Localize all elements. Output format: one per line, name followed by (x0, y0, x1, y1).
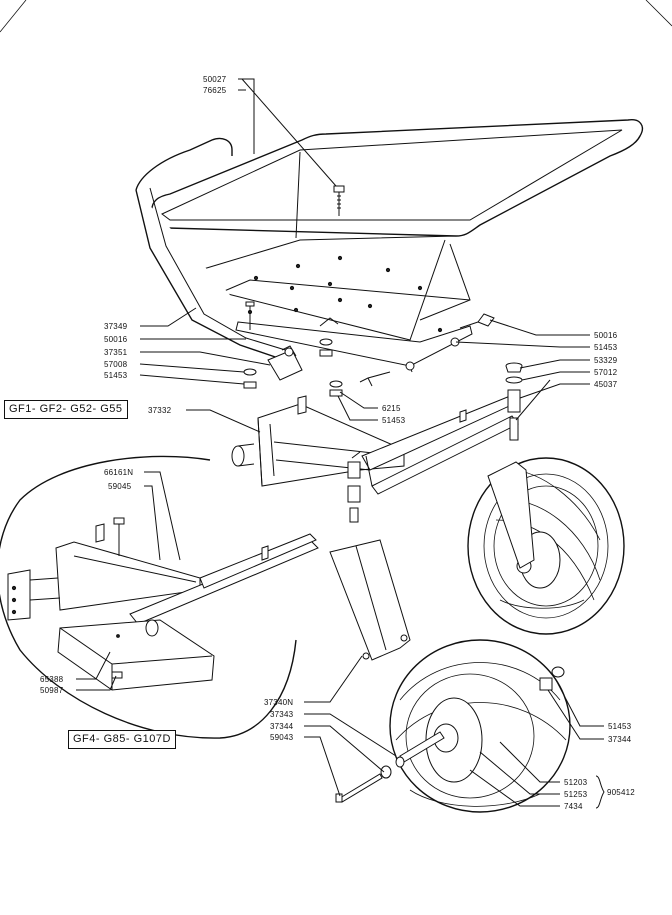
part-label-6215: 6215 (382, 404, 401, 413)
frame-lines (0, 0, 672, 33)
part-label-37340N: 37340N (264, 698, 294, 707)
part-label-37343: 37343 (270, 710, 294, 719)
mount-bracket (235, 317, 473, 381)
part-label-51453-left: 51453 (104, 371, 128, 380)
part-label-37349: 37349 (104, 322, 128, 331)
part-label-37332: 37332 (148, 406, 172, 415)
part-label-59043: 59043 (270, 733, 294, 742)
part-label-51453-center: 51453 (382, 416, 406, 425)
leader-lines (76, 78, 605, 809)
part-label-37344-left: 37344 (270, 722, 294, 731)
part-label-76625: 76625 (203, 86, 227, 95)
part-label-59045: 59045 (108, 482, 132, 491)
part-label-65388: 65388 (40, 675, 64, 684)
part-label-50027: 50027 (203, 75, 227, 84)
part-label-7434: 7434 (564, 802, 583, 811)
part-label-57008: 57008 (104, 360, 128, 369)
part-label-66161N: 66161N (104, 468, 134, 477)
part-label-45037: 45037 (594, 380, 618, 389)
part-label-37344-right: 37344 (608, 735, 632, 744)
caster-fork-wheel (467, 457, 625, 635)
stem-parts (347, 362, 523, 523)
kit-label-inset: GF4- G85- G107D (68, 730, 176, 749)
frame-illustration (231, 395, 519, 495)
part-label-51453-bottom: 51453 (608, 722, 632, 731)
part-label-50987: 50987 (40, 686, 64, 695)
fasteners-top (243, 185, 495, 397)
part-label-57012: 57012 (594, 368, 618, 377)
part-label-905412: 905412 (607, 788, 635, 797)
kit-label-main: GF1- GF2- G52- G55 (4, 400, 128, 419)
fork-left (329, 539, 411, 661)
part-label-37351: 37351 (104, 348, 128, 357)
part-label-50016-right: 50016 (594, 331, 618, 340)
part-label-51453-right: 51453 (594, 343, 618, 352)
part-label-50016-left: 50016 (104, 335, 128, 344)
part-label-53329: 53329 (594, 356, 618, 365)
part-label-51203: 51203 (564, 778, 588, 787)
wheel-bottom (335, 639, 571, 813)
tray-illustration (135, 119, 644, 363)
inset-detail (0, 455, 319, 739)
part-label-51253: 51253 (564, 790, 588, 799)
